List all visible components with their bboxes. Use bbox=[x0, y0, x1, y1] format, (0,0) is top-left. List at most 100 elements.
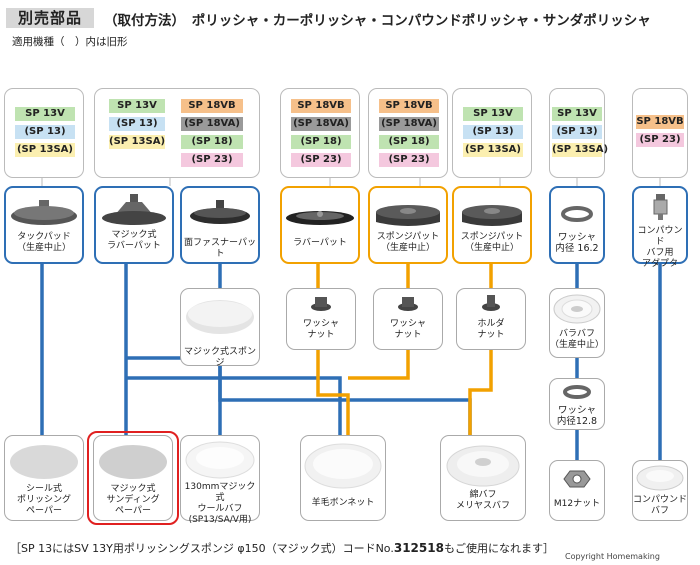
label-wool-bonnet: 羊毛ボンネット bbox=[311, 498, 375, 508]
part-magic-sponge: マジック式スポンジ bbox=[180, 288, 260, 368]
label-holder-nut: ホルダ ナット bbox=[477, 319, 505, 340]
model-card-1: SP 13V (SP 13) (SP 13SA) bbox=[4, 88, 84, 178]
model-tag: (SP 23) bbox=[291, 153, 351, 167]
model-tag: (SP 13SA) bbox=[15, 143, 75, 157]
label-seal-paper: シール式 ポリッシング ペーパー bbox=[16, 484, 71, 516]
magic-rubber-pad-icon bbox=[102, 194, 166, 225]
line-washer-nut-bonnet bbox=[316, 350, 350, 435]
model-tag: SP 13V bbox=[463, 107, 523, 121]
bara-buff-icon bbox=[553, 294, 601, 324]
model-tag: (SP 23) bbox=[181, 153, 243, 167]
model-tag: (SP 13) bbox=[109, 117, 165, 131]
model-tag: (SP 13SA) bbox=[552, 143, 609, 157]
adapter-icon bbox=[653, 194, 668, 220]
sponge-pad-icon bbox=[376, 205, 440, 226]
copyright: Copyright Homemaking bbox=[565, 552, 660, 561]
part-sponge-pad-1: スポンジパット （生産中止） bbox=[368, 186, 448, 264]
line-holder-cotton bbox=[468, 350, 493, 435]
label-magic-sponge: マジック式スポンジ bbox=[183, 347, 256, 368]
model-tag: (SP 23) bbox=[379, 153, 439, 167]
model-tag: SP 18VB bbox=[379, 99, 439, 113]
holder-nut-icon bbox=[482, 295, 500, 311]
label-washer-16: ワッシャ 内径 16.2 bbox=[555, 232, 599, 254]
model-tag: SP 13V bbox=[15, 107, 75, 121]
model-tag: (SP 18) bbox=[379, 135, 439, 149]
label-washer-12: ワッシャ 内径12.8 bbox=[556, 405, 598, 427]
part-tack-pad: タックパッド （生産中止） bbox=[4, 186, 84, 264]
page-title: （取付方法） ポリッシャ・カーポリッシャ・コンパウンドポリッシャ・サンダポリッシ… bbox=[104, 13, 651, 29]
model-card-3: SP 18VB(SP 18VA)(SP 18)(SP 23) bbox=[280, 88, 360, 178]
label-rubber-pad: ラバーパット bbox=[293, 238, 347, 248]
label-sponge-pad-1: スポンジパット （生産中止） bbox=[376, 232, 440, 253]
line-to-bonnet bbox=[126, 376, 342, 435]
model-card-5: SP 13V (SP 13) (SP 13SA) bbox=[452, 88, 532, 178]
part-sponge-pad-2: スポンジパット （生産中止） bbox=[452, 186, 532, 264]
footer-text-before: ［SP 13にはSV 13Y用ポリッシングスポンジ φ150（マジック式）コード… bbox=[10, 542, 394, 555]
model-tag: (SP 13) bbox=[552, 125, 602, 139]
part-washer-nut-2: ワッシャ ナット bbox=[373, 288, 443, 350]
part-washer-16: ワッシャ 内径 16.2 bbox=[549, 186, 605, 264]
label-wool-buff-130: 130mmマジック式 ウールバフ (SP13/SA/V用) bbox=[184, 482, 256, 525]
model-tag: (SP 23) bbox=[636, 133, 684, 147]
paper-disc-icon bbox=[10, 445, 78, 479]
nut-icon bbox=[311, 297, 331, 311]
label-compound-adapter: コンパウンド バフ用 アダプタ bbox=[637, 226, 683, 269]
label-m12-nut: M12ナット bbox=[553, 499, 601, 509]
washer-icon bbox=[563, 385, 591, 399]
part-seal-paper: シール式 ポリッシング ペーパー bbox=[4, 435, 84, 521]
part-face-fastener-pad: 面ファスナーパット bbox=[180, 186, 260, 264]
sponge-icon bbox=[186, 300, 254, 334]
model-tag: (SP 18) bbox=[181, 135, 243, 149]
model-tag: SP 18VB bbox=[636, 115, 684, 129]
sponge-pad-icon bbox=[462, 205, 522, 226]
model-card-4: SP 18VB (SP 18VA) (SP 18) (SP 23) bbox=[368, 88, 448, 178]
label-bara-buff: バラバフ （生産中止） bbox=[550, 329, 605, 350]
part-washer-12: ワッシャ 内径12.8 bbox=[549, 378, 605, 430]
subtitle: 適用機種（ ）内は旧形 bbox=[12, 36, 128, 48]
washer-icon bbox=[561, 206, 593, 222]
sanding-disc-icon bbox=[99, 445, 167, 479]
label-face-fastener-pad: 面ファスナーパット bbox=[184, 238, 256, 259]
line-washer2-bonnet bbox=[348, 350, 410, 380]
label-tack-pad: タックパッド （生産中止） bbox=[16, 232, 71, 253]
part-cotton-buff: 綿バフ メリヤスバフ bbox=[440, 435, 526, 521]
part-wool-buff-130: 130mmマジック式 ウールバフ (SP13/SA/V用) bbox=[180, 435, 260, 525]
model-tag: (SP 18VA) bbox=[379, 117, 439, 131]
label-washer-nut-1: ワッシャ ナット bbox=[302, 319, 339, 340]
compound-buff-icon bbox=[636, 465, 684, 491]
nut-icon bbox=[398, 297, 418, 311]
label-sponge-pad-2: スポンジパット （生産中止） bbox=[460, 232, 524, 253]
part-m12-nut: M12ナット bbox=[549, 460, 605, 521]
label-magic-sanding-paper: マジック式 サンディング ペーパー bbox=[106, 484, 160, 516]
model-tag: (SP 13) bbox=[15, 125, 75, 139]
part-compound-buff: コンパウンド バフ bbox=[632, 460, 688, 521]
label-washer-nut-2: ワッシャ ナット bbox=[389, 319, 426, 340]
model-tag: SP 18VB bbox=[181, 99, 243, 113]
footer-text-after: もご使用になれます］ bbox=[443, 542, 554, 555]
part-magic-sanding-paper[interactable]: マジック式 サンディング ペーパー bbox=[93, 435, 173, 521]
rubber-pad-icon bbox=[286, 211, 354, 225]
part-magic-rubber-pad: マジック式 ラバーパット bbox=[94, 186, 174, 264]
model-card-6: SP 13V(SP 13)(SP 13SA) bbox=[549, 88, 609, 178]
title-badge: 別売部品 bbox=[6, 8, 94, 28]
footer-note: ［SP 13にはSV 13Y用ポリッシングスポンジ φ150（マジック式）コード… bbox=[10, 540, 554, 556]
model-tag: SP 13V bbox=[109, 99, 165, 113]
label-compound-buff: コンパウンド バフ bbox=[633, 495, 688, 516]
model-card-7: SP 18VB (SP 23) bbox=[632, 88, 688, 178]
highlight-frame bbox=[87, 431, 179, 525]
model-tag: (SP 13) bbox=[463, 125, 523, 139]
part-washer-nut-1: ワッシャ ナット bbox=[286, 288, 356, 350]
bonnet-icon bbox=[304, 443, 382, 489]
model-tag: (SP 13SA) bbox=[109, 135, 166, 149]
tack-pad-icon bbox=[11, 200, 77, 225]
part-bara-buff: バラバフ （生産中止） bbox=[549, 288, 605, 358]
part-holder-nut: ホルダ ナット bbox=[456, 288, 526, 350]
label-cotton-buff: 綿バフ メリヤスバフ bbox=[455, 490, 510, 511]
label-magic-rubber-pad: マジック式 ラバーパット bbox=[107, 230, 161, 251]
part-rubber-pad: ラバーパット bbox=[280, 186, 360, 264]
footer-code: 312518 bbox=[393, 541, 444, 555]
model-tag: (SP 13SA) bbox=[463, 143, 523, 157]
line-to-cotton-buff bbox=[126, 356, 472, 435]
hex-nut-icon bbox=[563, 470, 591, 488]
face-fastener-pad-icon bbox=[190, 200, 250, 224]
